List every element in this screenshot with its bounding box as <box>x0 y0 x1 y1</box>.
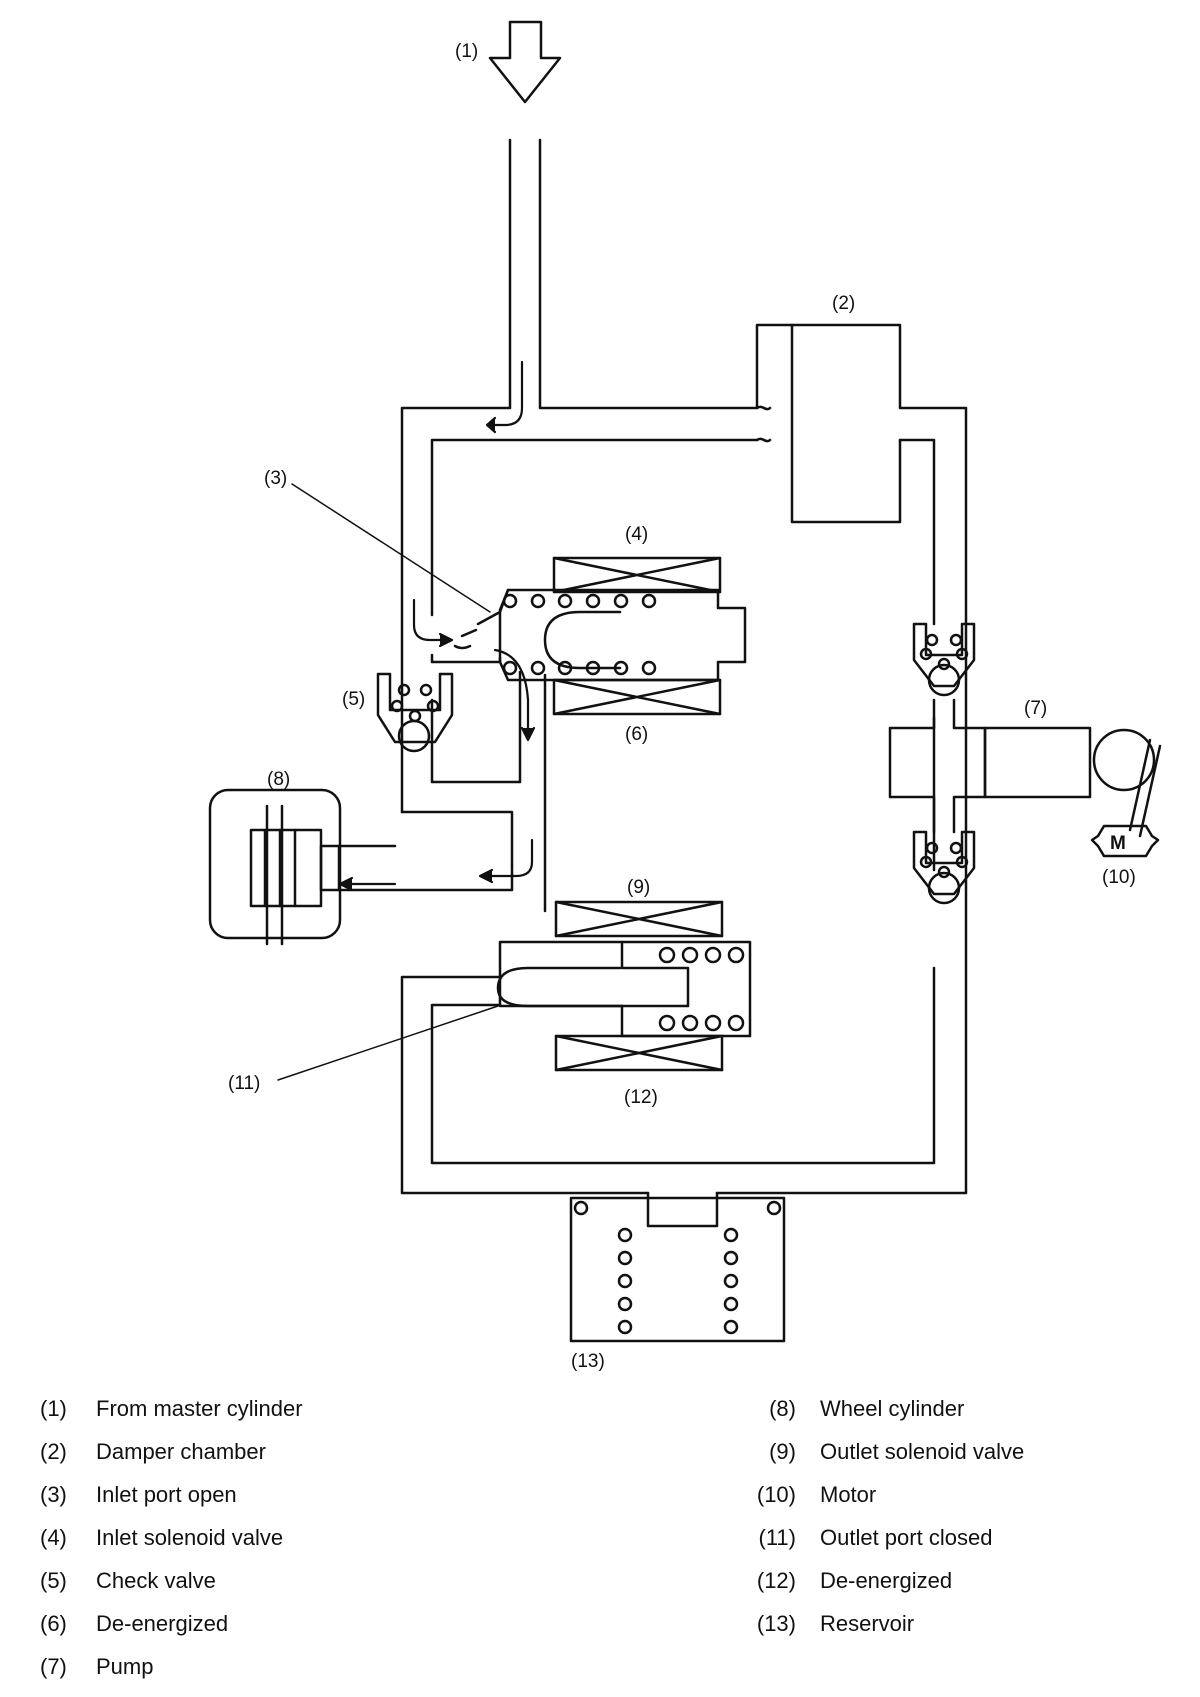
check-valve <box>376 672 454 753</box>
pipe-inner <box>400 438 936 1165</box>
callout-12: (12) <box>624 1087 658 1108</box>
callout-9: (9) <box>627 877 650 898</box>
legend-number: (13) <box>756 1611 796 1636</box>
callout-2: (2) <box>832 293 855 314</box>
legend-text: From master cylinder <box>96 1396 303 1421</box>
callout-3: (3) <box>264 468 287 489</box>
legend-number: (10) <box>756 1482 796 1507</box>
legend-text: Reservoir <box>820 1611 915 1636</box>
legend-number: (6) <box>40 1611 67 1636</box>
legend-text: Motor <box>820 1482 877 1507</box>
legend-number: (12) <box>756 1568 796 1593</box>
callout-13: (13) <box>571 1351 605 1372</box>
legend-text: Check valve <box>96 1568 216 1593</box>
wheel-cylinder <box>208 788 514 946</box>
legend-text: Inlet solenoid valve <box>96 1525 284 1550</box>
legend-number: (7) <box>40 1654 67 1679</box>
legend-text: Wheel cylinder <box>820 1396 965 1421</box>
legend-number: (2) <box>40 1439 67 1464</box>
legend-number: (3) <box>40 1482 67 1507</box>
legend-text: Outlet solenoid valve <box>820 1439 1025 1464</box>
motor-symbol: M <box>1110 833 1126 854</box>
motor <box>1090 728 1162 858</box>
callout-1: (1) <box>455 41 478 62</box>
legend-number: (8) <box>769 1396 796 1421</box>
legend-text: Inlet port open <box>96 1482 237 1507</box>
legend-text: De-energized <box>820 1568 953 1593</box>
legend-text: Damper chamber <box>96 1439 266 1464</box>
callout-8: (8) <box>267 769 290 790</box>
pump-assembly <box>888 622 1092 905</box>
master-cylinder-input-arrow <box>488 20 562 104</box>
legend-text: Pump <box>96 1654 154 1679</box>
legend-text: Outlet port closed <box>820 1525 993 1550</box>
legend-number: (1) <box>40 1396 67 1421</box>
pipe-outer <box>400 138 968 1195</box>
callout-7: (7) <box>1024 698 1047 719</box>
legend-number: (11) <box>758 1525 797 1550</box>
callout-5: (5) <box>342 689 365 710</box>
leader-lines <box>277 483 499 1081</box>
callout-11: (11) <box>228 1073 260 1094</box>
callout-4: (4) <box>625 524 648 545</box>
reservoir <box>569 1191 786 1343</box>
legend-number: (4) <box>40 1525 67 1550</box>
callout-10: (10) <box>1102 867 1136 888</box>
legend-text: De-energized <box>96 1611 229 1636</box>
abs-hydraulic-diagram: (1) (2) (3) (4) (5) (6) (7) (8) (9) (10)… <box>208 20 1162 1372</box>
callout-labels: (1) (2) (3) (4) (5) (6) (7) (8) (9) (10)… <box>228 41 1136 1372</box>
callout-6: (6) <box>625 724 648 745</box>
legend-number: (5) <box>40 1568 67 1593</box>
damper-chamber <box>755 323 902 524</box>
legend-number: (9) <box>769 1439 796 1464</box>
outlet-solenoid-valve <box>496 900 752 1072</box>
inlet-solenoid-valve <box>453 556 747 716</box>
